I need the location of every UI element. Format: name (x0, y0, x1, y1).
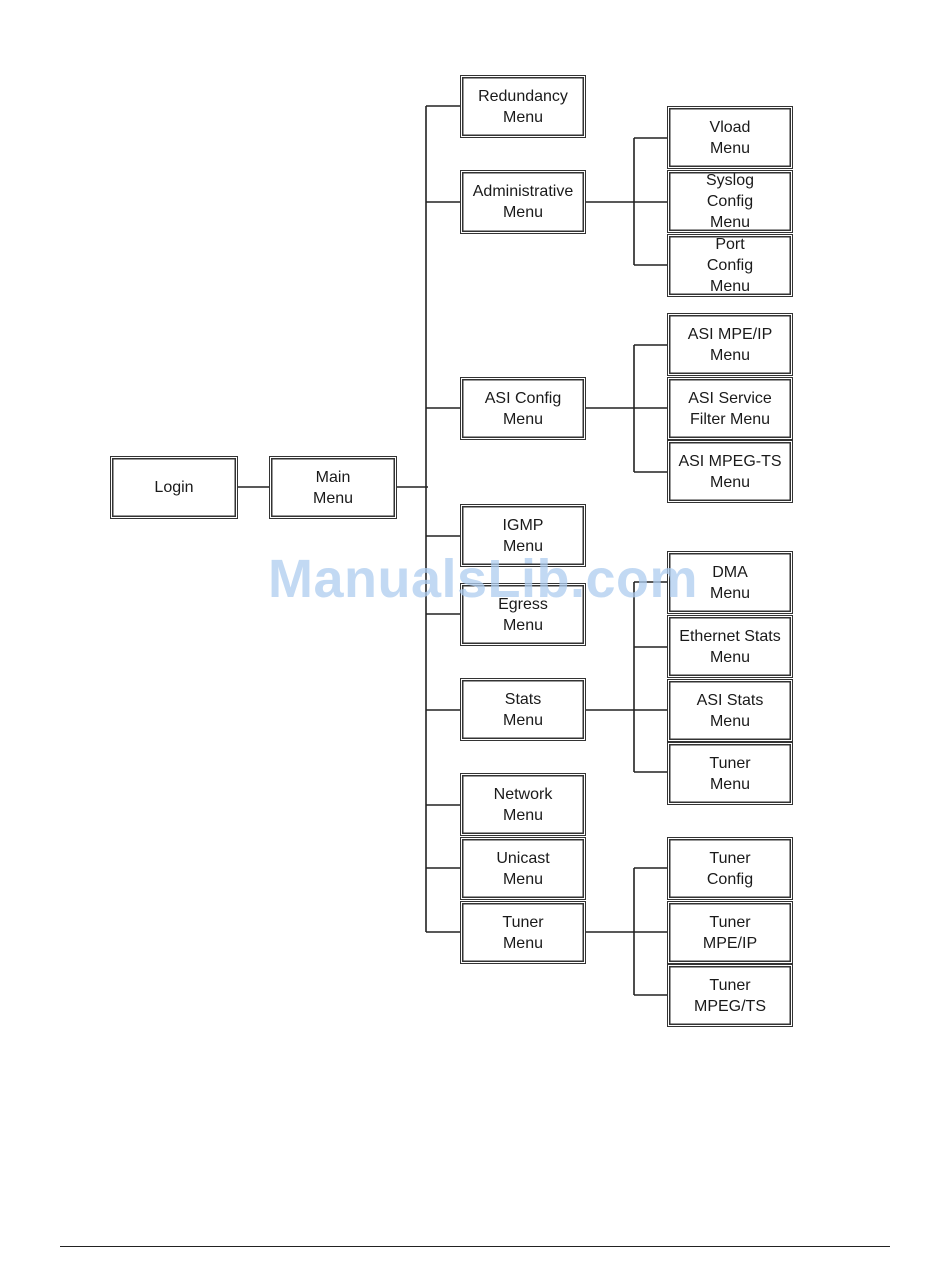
node-tuner-config: Tuner Config (667, 837, 793, 900)
node-asi-stats-menu: ASI Stats Menu (667, 679, 793, 742)
node-tuner-mpeg-ts: Tuner MPEG/TS (667, 964, 793, 1027)
node-port-config-menu: Port Config Menu (667, 234, 793, 297)
node-vload-menu: Vload Menu (667, 106, 793, 169)
node-unicast-menu: Unicast Menu (460, 837, 586, 900)
node-network-menu: Network Menu (460, 773, 586, 836)
node-administrative-menu: Administrative Menu (460, 170, 586, 234)
node-main-menu: Main Menu (269, 456, 397, 519)
node-asi-mpeg-ts-menu: ASI MPEG-TS Menu (667, 440, 793, 503)
node-asi-config-menu: ASI Config Menu (460, 377, 586, 440)
node-stats-menu: Stats Menu (460, 678, 586, 741)
node-syslog-config-menu: Syslog Config Menu (667, 170, 793, 233)
watermark-text: ManualsLib.com (268, 549, 699, 609)
node-tuner-mpe-ip: Tuner MPE/IP (667, 901, 793, 964)
node-igmp-menu: IGMP Menu (460, 504, 586, 567)
node-asi-service-filter-menu: ASI Service Filter Menu (667, 377, 793, 440)
footer-divider (60, 1246, 890, 1247)
node-stats-tuner-menu: Tuner Menu (667, 742, 793, 805)
node-ethernet-stats-menu: Ethernet Stats Menu (667, 615, 793, 678)
node-login: Login (110, 456, 238, 519)
node-asi-mpe-ip-menu: ASI MPE/IP Menu (667, 313, 793, 376)
node-redundancy-menu: Redundancy Menu (460, 75, 586, 138)
node-dma-menu: DMA Menu (667, 551, 793, 614)
node-tuner-menu: Tuner Menu (460, 901, 586, 964)
node-egress-menu: Egress Menu (460, 583, 586, 646)
